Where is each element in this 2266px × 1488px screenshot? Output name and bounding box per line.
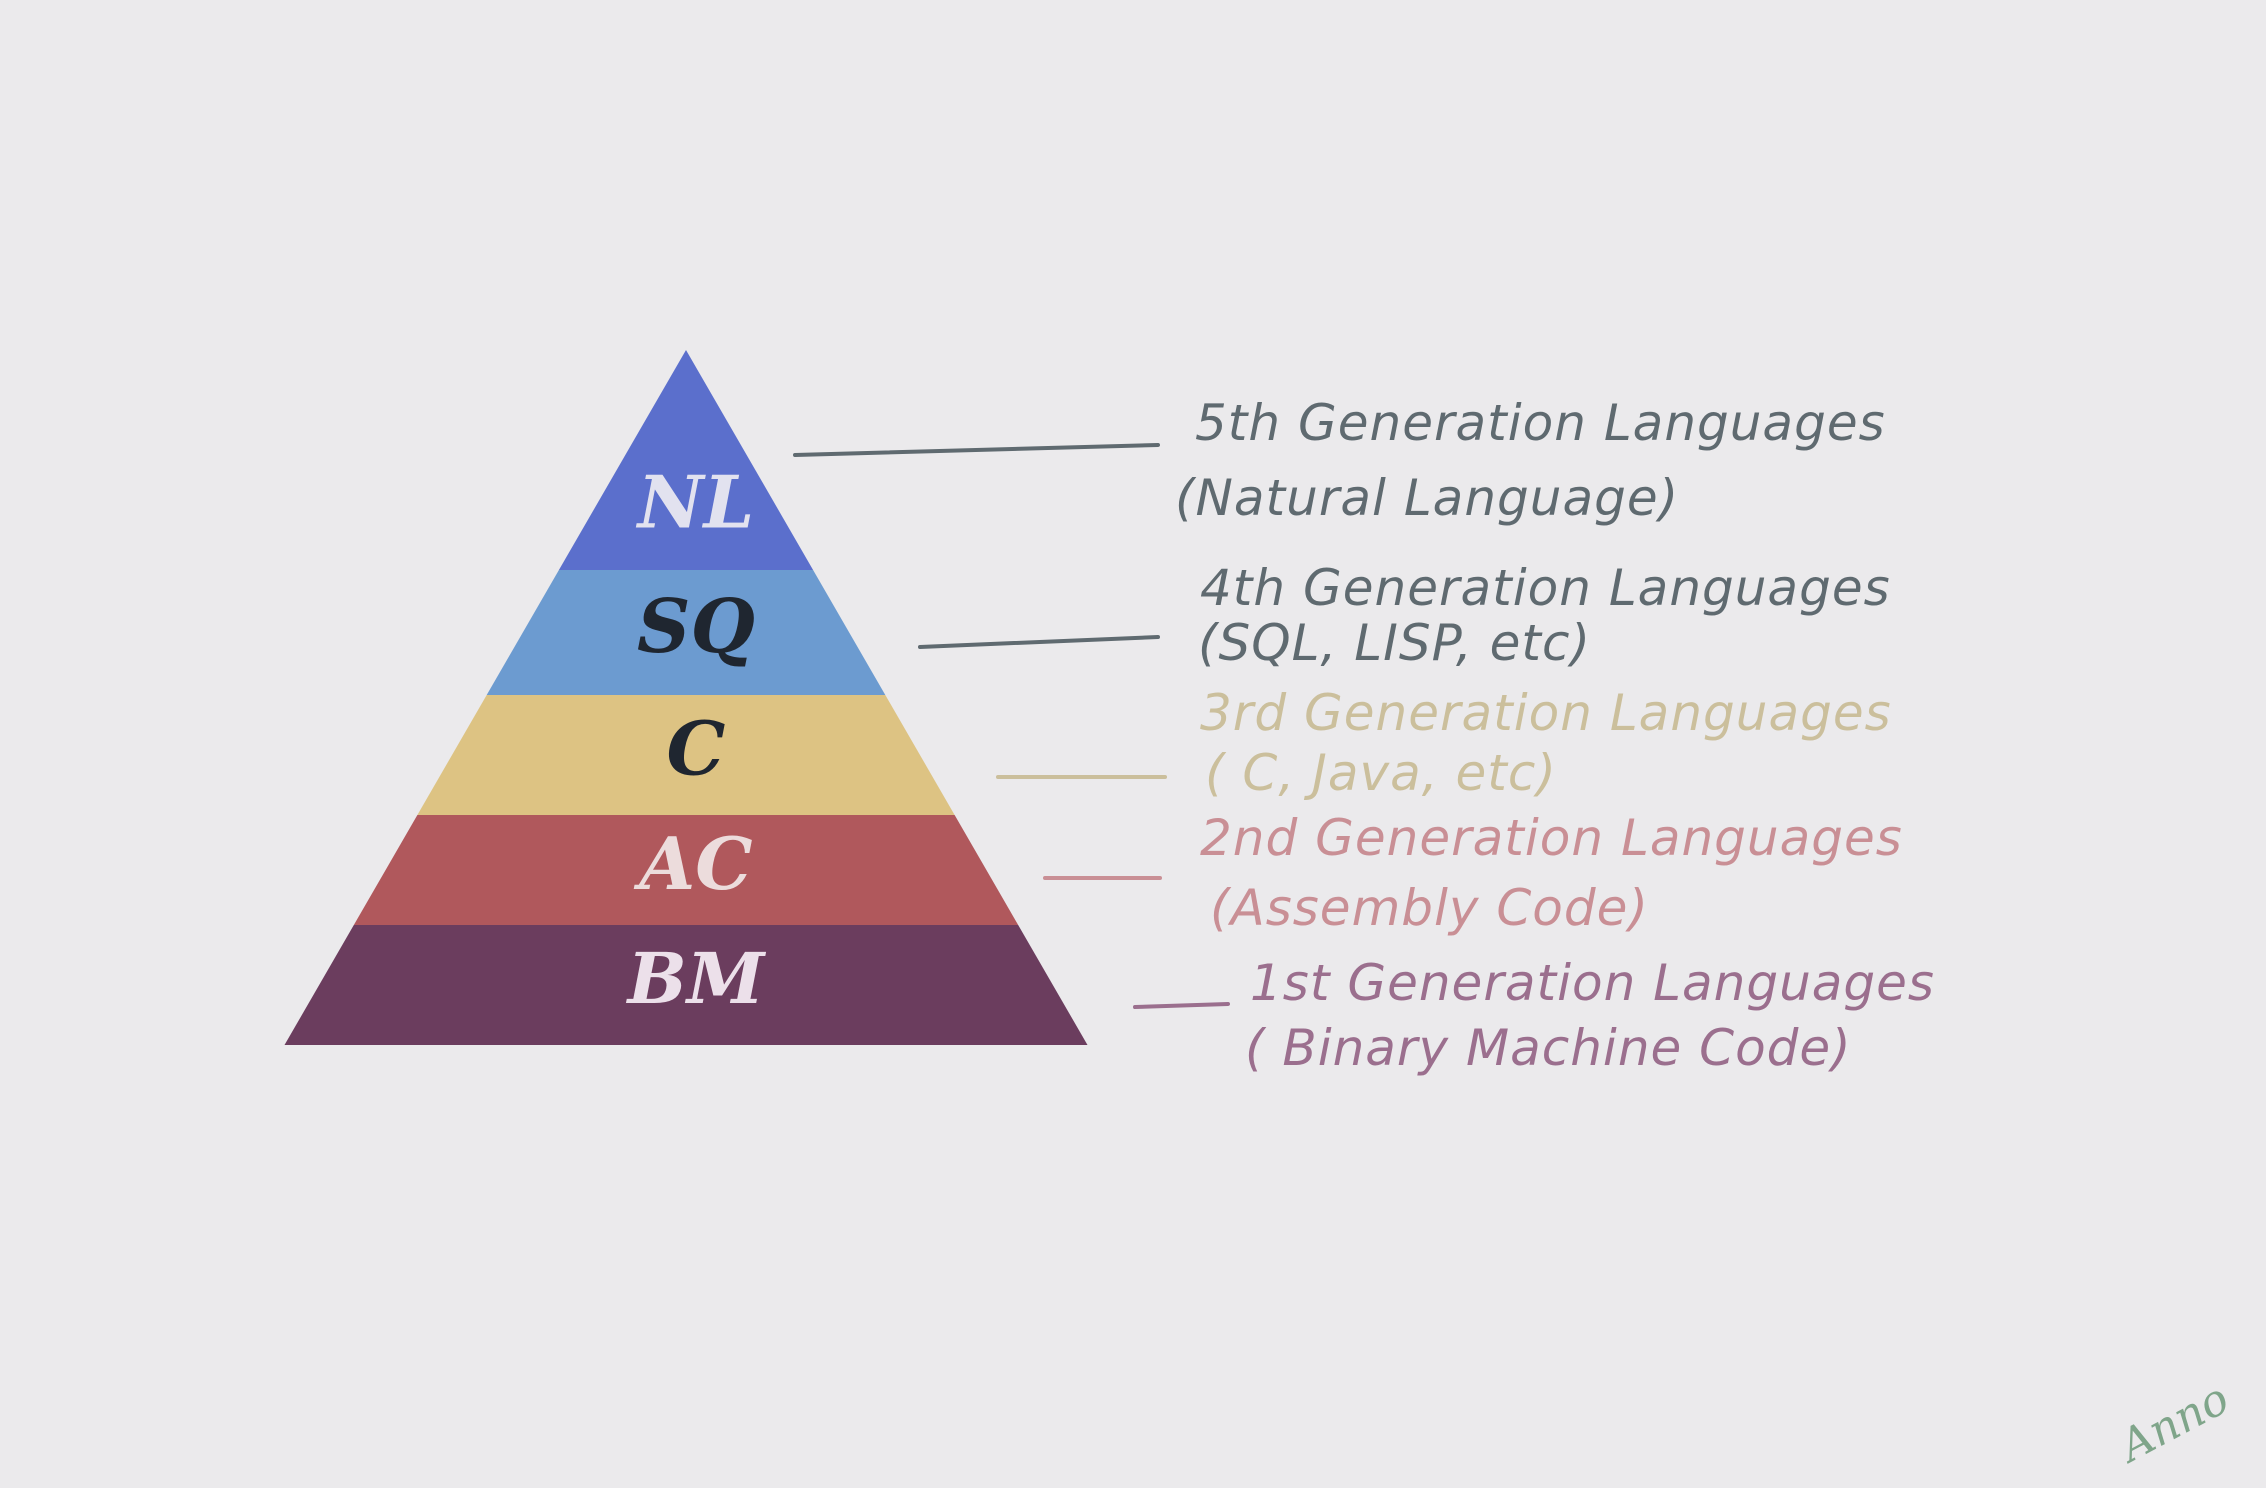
artist-signature: Anno xyxy=(2108,1373,2237,1474)
pyramid-layer-1 xyxy=(558,350,814,570)
generation-title-2: 4th Generation Languages xyxy=(1200,559,1891,617)
generation-examples-5: ( Binary Machine Code) xyxy=(1245,1019,1852,1077)
leader-line-1 xyxy=(793,443,1160,457)
generation-title-5: 1st Generation Languages xyxy=(1250,954,1935,1012)
generation-title-3: 3rd Generation Languages xyxy=(1200,684,1892,742)
pyramid-layer-2 xyxy=(486,570,886,695)
pyramid: NL SQ C AC BM xyxy=(284,350,1088,1045)
pyramid-layer-3 xyxy=(417,695,955,815)
pyramid-layer-5 xyxy=(284,925,1088,1045)
leader-line-2 xyxy=(918,635,1160,649)
generation-examples-1: (Natural Language) xyxy=(1175,469,1679,527)
layer-abbrev-5: BM xyxy=(626,937,767,1020)
generation-title-1: 5th Generation Languages xyxy=(1195,394,1886,452)
pyramid-layer-4 xyxy=(353,815,1019,925)
generation-title-4: 2nd Generation Languages xyxy=(1200,809,1903,867)
leader-lines xyxy=(793,443,1230,1009)
layer-abbrev-2: SQ xyxy=(637,584,755,670)
generation-examples-2: (SQL, LISP, etc) xyxy=(1198,614,1591,672)
generation-examples-3: ( C, Java, etc) xyxy=(1205,744,1557,802)
generation-examples-4: (Assembly Code) xyxy=(1210,879,1649,937)
layer-abbrev-1: NL xyxy=(636,459,754,544)
generation-labels: 5th Generation Languages (Natural Languag… xyxy=(1175,394,1935,1077)
leader-line-5 xyxy=(1133,1002,1230,1009)
layer-abbrev-3: C xyxy=(667,707,726,793)
layer-abbrev-4: AC xyxy=(633,821,752,906)
